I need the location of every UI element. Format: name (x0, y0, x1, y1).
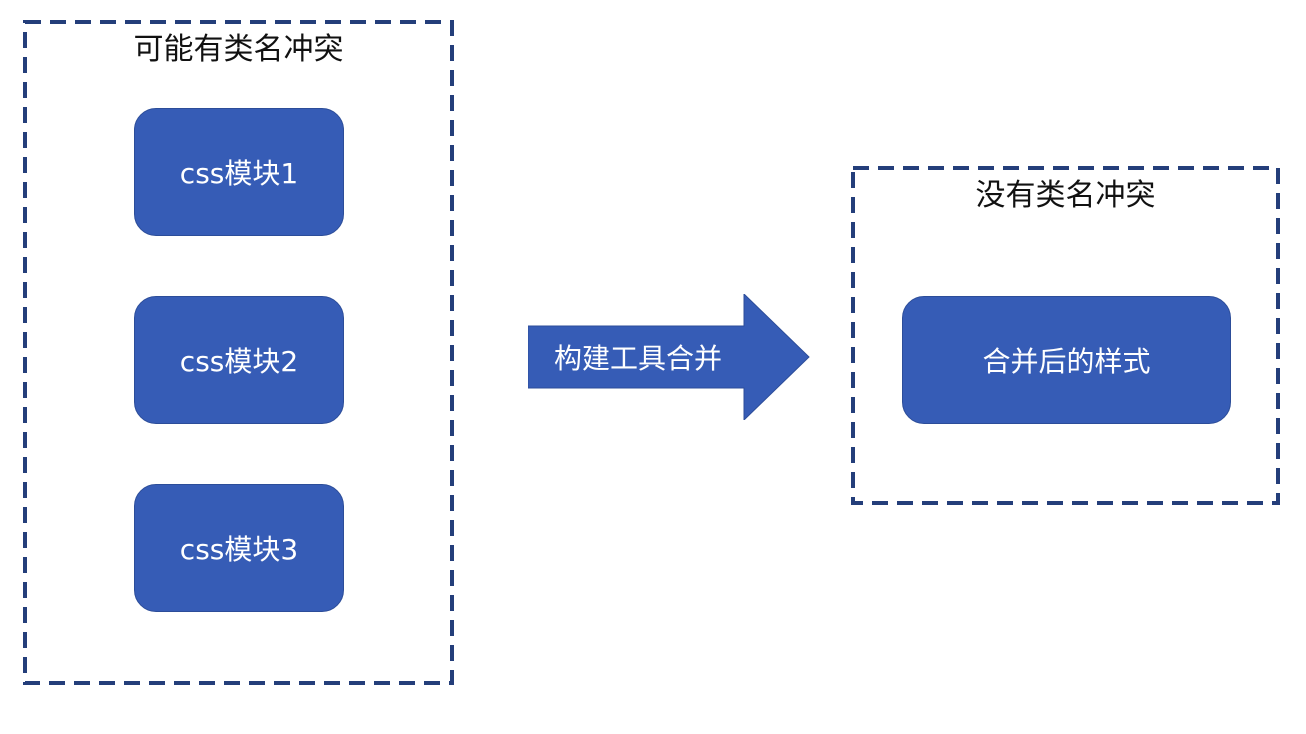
css-module-2-label: css模块2 (179, 345, 299, 378)
merge-arrow-label: 构建工具合并 (553, 342, 722, 375)
left-group-dashed-border (23, 20, 454, 685)
right-group-no-conflict: 没有类名冲突 (851, 166, 1280, 505)
right-group-dashed-border (851, 166, 1280, 505)
merge-arrow-icon (528, 294, 810, 420)
css-module-1-label: css模块1 (179, 157, 299, 190)
merged-styles-label: 合并后的样式 (982, 345, 1151, 378)
merged-styles: 合并后的样式 (902, 296, 1231, 424)
css-module-1: css模块1 (134, 108, 344, 236)
right-group-title: 没有类名冲突 (975, 178, 1156, 213)
css-module-3-label: css模块3 (179, 533, 299, 566)
left-group-conflict: 可能有类名冲突 (23, 20, 454, 685)
css-module-3: css模块3 (134, 484, 344, 612)
css-module-2: css模块2 (134, 296, 344, 424)
left-group-title: 可能有类名冲突 (133, 32, 344, 67)
